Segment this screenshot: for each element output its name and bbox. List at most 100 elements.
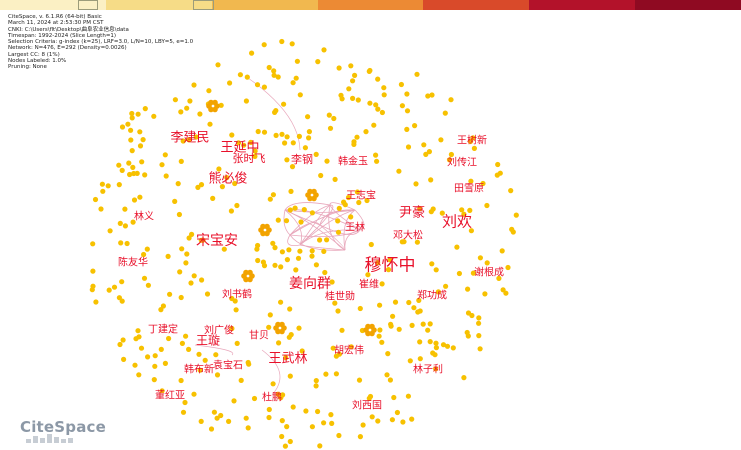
author-node[interactable] [367, 67, 373, 74]
author-node[interactable] [428, 177, 434, 183]
author-node[interactable] [199, 277, 205, 283]
author-node[interactable] [198, 418, 204, 424]
author-node[interactable] [369, 414, 375, 420]
author-label[interactable]: 桂世勋 [325, 291, 355, 303]
author-node[interactable] [375, 418, 381, 424]
author-node[interactable] [245, 425, 251, 431]
author-node[interactable] [333, 371, 339, 377]
author-node[interactable] [392, 299, 399, 305]
author-node[interactable] [279, 38, 285, 45]
author-node[interactable] [432, 352, 438, 358]
author-node[interactable] [373, 102, 379, 108]
author-node[interactable] [414, 239, 420, 245]
author-node[interactable] [271, 72, 277, 78]
author-node[interactable] [218, 102, 224, 108]
author-node[interactable] [252, 148, 258, 154]
author-label[interactable]: 张时飞 [232, 152, 266, 165]
author-node[interactable] [142, 172, 148, 178]
author-node[interactable] [100, 188, 106, 194]
author-node[interactable] [119, 279, 125, 285]
author-node[interactable] [467, 207, 473, 213]
author-node[interactable] [513, 212, 519, 218]
author-node[interactable] [379, 339, 385, 345]
author-node[interactable] [371, 122, 377, 128]
author-node[interactable] [315, 408, 321, 415]
author-node[interactable] [448, 97, 454, 103]
author-node[interactable] [179, 340, 185, 346]
author-node[interactable] [461, 375, 467, 381]
author-node[interactable] [376, 333, 382, 339]
author-node[interactable] [387, 257, 393, 263]
author-node[interactable] [117, 220, 123, 226]
author-node[interactable] [254, 82, 261, 88]
author-node[interactable] [360, 422, 366, 428]
author-node[interactable] [127, 171, 133, 178]
author-node[interactable] [330, 345, 336, 351]
author-node[interactable] [411, 305, 417, 311]
author-node[interactable] [255, 257, 261, 264]
author-node[interactable] [134, 170, 140, 176]
author-node[interactable] [377, 327, 383, 333]
author-node[interactable] [178, 294, 184, 301]
author-node[interactable] [241, 142, 247, 148]
author-node[interactable] [317, 443, 323, 449]
author-node[interactable] [379, 281, 385, 287]
author-label[interactable]: 刘欢 [441, 212, 473, 231]
author-node[interactable] [435, 289, 441, 295]
author-node[interactable] [482, 291, 488, 297]
author-node[interactable] [381, 92, 387, 98]
cluster-node[interactable] [369, 330, 375, 337]
author-node[interactable] [191, 273, 197, 279]
author-node[interactable] [328, 412, 334, 418]
author-node[interactable] [420, 321, 426, 327]
author-node[interactable] [412, 123, 418, 129]
author-node[interactable] [172, 97, 178, 103]
author-node[interactable] [249, 50, 255, 56]
author-node[interactable] [332, 176, 338, 182]
author-node[interactable] [317, 237, 323, 243]
author-node[interactable] [384, 372, 390, 378]
author-label[interactable]: 姜向群 [289, 276, 331, 292]
cluster-node[interactable] [307, 188, 313, 195]
author-node[interactable] [271, 68, 277, 74]
cluster-node[interactable] [243, 269, 249, 276]
cluster-node[interactable] [365, 323, 371, 330]
author-node[interactable] [293, 267, 299, 273]
author-node[interactable] [313, 151, 319, 157]
author-node[interactable] [415, 309, 421, 315]
author-node[interactable] [267, 312, 273, 318]
author-node[interactable] [433, 267, 439, 273]
author-node[interactable] [396, 326, 402, 332]
author-node[interactable] [499, 248, 505, 254]
author-label[interactable]: 王延中 [220, 140, 260, 156]
author-node[interactable] [313, 383, 319, 389]
cluster-node[interactable] [279, 328, 285, 335]
author-node[interactable] [111, 284, 118, 290]
author-node[interactable] [363, 129, 369, 135]
author-node[interactable] [429, 261, 435, 267]
time-slice-marker[interactable] [193, 0, 214, 10]
author-node[interactable] [373, 152, 379, 158]
author-node[interactable] [270, 381, 276, 387]
author-node[interactable] [116, 162, 122, 168]
author-node[interactable] [405, 393, 411, 399]
author-node[interactable] [468, 178, 474, 184]
author-node[interactable] [309, 210, 315, 216]
author-label[interactable]: 宋宝安 [196, 233, 238, 249]
author-node[interactable] [279, 249, 285, 255]
author-node[interactable] [290, 404, 296, 410]
author-node[interactable] [354, 134, 360, 140]
author-node[interactable] [433, 345, 439, 351]
author-node[interactable] [467, 138, 474, 145]
author-node[interactable] [385, 351, 391, 357]
author-node[interactable] [182, 399, 188, 406]
author-node[interactable] [248, 139, 254, 145]
author-node[interactable] [503, 290, 509, 296]
author-node[interactable] [279, 131, 285, 137]
author-node[interactable] [335, 229, 342, 235]
author-node[interactable] [234, 202, 240, 209]
author-node[interactable] [303, 408, 309, 414]
author-node[interactable] [298, 219, 304, 225]
cluster-node[interactable] [247, 276, 253, 283]
author-node[interactable] [124, 240, 130, 247]
